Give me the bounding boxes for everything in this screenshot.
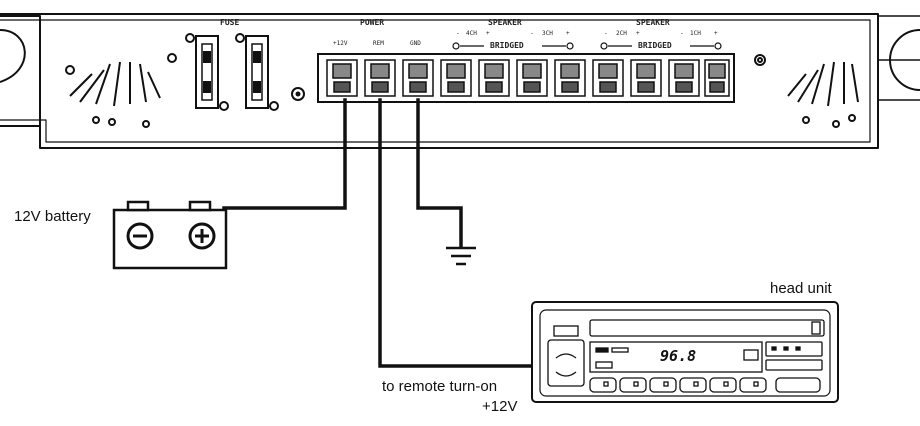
terminal-plus12v — [326, 59, 358, 97]
fuse-label: FUSE — [220, 18, 240, 27]
battery-label: 12V battery — [14, 208, 91, 225]
bridged-bracket-1 — [452, 42, 574, 50]
battery-negative-terminal — [126, 222, 154, 250]
power-label: POWER — [360, 18, 385, 27]
terminal-spk-2 — [478, 59, 510, 97]
wire-plus12v — [222, 98, 347, 210]
amplifier-chassis — [0, 13, 879, 149]
speaker-1-ch-a: 4CH — [466, 30, 477, 37]
speaker-2-plus-b: + — [714, 30, 718, 37]
wire-gnd — [416, 98, 463, 248]
terminal-gnd — [402, 59, 434, 97]
head-unit-preset-buttons — [589, 377, 821, 393]
terminal-rem — [364, 59, 396, 97]
fuse-holder-2 — [235, 33, 279, 111]
speaker-1-minus-a: - — [456, 30, 460, 37]
terminal-spk-1 — [440, 59, 472, 97]
speaker-1-bridged-label: BRIDGED — [490, 41, 524, 50]
terminal-spk-6 — [630, 59, 662, 97]
speaker-2-bridged-label: BRIDGED — [638, 41, 672, 50]
speaker-1-minus-b: - — [530, 30, 534, 37]
speaker-2-minus-b: - — [680, 30, 684, 37]
speaker-2-ch-a: 2CH — [616, 30, 627, 37]
bridged-bracket-2 — [600, 42, 722, 50]
right-end-plate — [878, 15, 920, 101]
head-unit-display-frequency: 96.8 — [660, 347, 697, 365]
wire-rem — [378, 98, 532, 368]
mounting-screw — [291, 87, 305, 101]
speaker-2-minus-a: - — [604, 30, 608, 37]
remote-turn-on-label: to remote turn-on — [382, 378, 498, 395]
battery-body — [112, 200, 228, 270]
head-unit-faceplate — [547, 319, 825, 387]
terminal-spk-4 — [554, 59, 586, 97]
remote-voltage-label: +12V — [482, 398, 518, 415]
amplifier-inner-outline — [0, 19, 871, 143]
fuse-holder-1 — [185, 33, 229, 111]
terminal-block — [317, 53, 735, 103]
speaker-label-2: SPEAKER — [636, 18, 670, 27]
terminal-spk-3 — [516, 59, 548, 97]
left-endcap-arc — [0, 29, 26, 83]
left-end-plate — [0, 15, 41, 130]
terminal-spk-5 — [592, 59, 624, 97]
ground-symbol — [446, 246, 476, 266]
speaker-1-ch-b: 3CH — [542, 30, 553, 37]
head-unit-label: head unit — [770, 280, 832, 297]
speaker-label-1: SPEAKER — [488, 18, 522, 27]
terminal-label-plus12v: +12V — [333, 40, 348, 47]
terminal-label-rem: REM — [373, 40, 384, 47]
speaker-2-ch-b: 1CH — [690, 30, 701, 37]
right-endcap-arc — [889, 29, 920, 91]
terminal-label-gnd: GND — [410, 40, 421, 47]
battery-positive-terminal — [188, 222, 216, 250]
terminal-spk-8 — [704, 59, 730, 97]
left-heatsink-fins — [65, 53, 177, 128]
terminal-spk-7 — [668, 59, 700, 97]
terminal-screws — [326, 59, 730, 97]
speaker-1-plus-a: + — [486, 30, 490, 37]
right-heatsink-fins — [754, 54, 859, 128]
speaker-1-plus-b: + — [566, 30, 570, 37]
speaker-2-plus-a: + — [636, 30, 640, 37]
